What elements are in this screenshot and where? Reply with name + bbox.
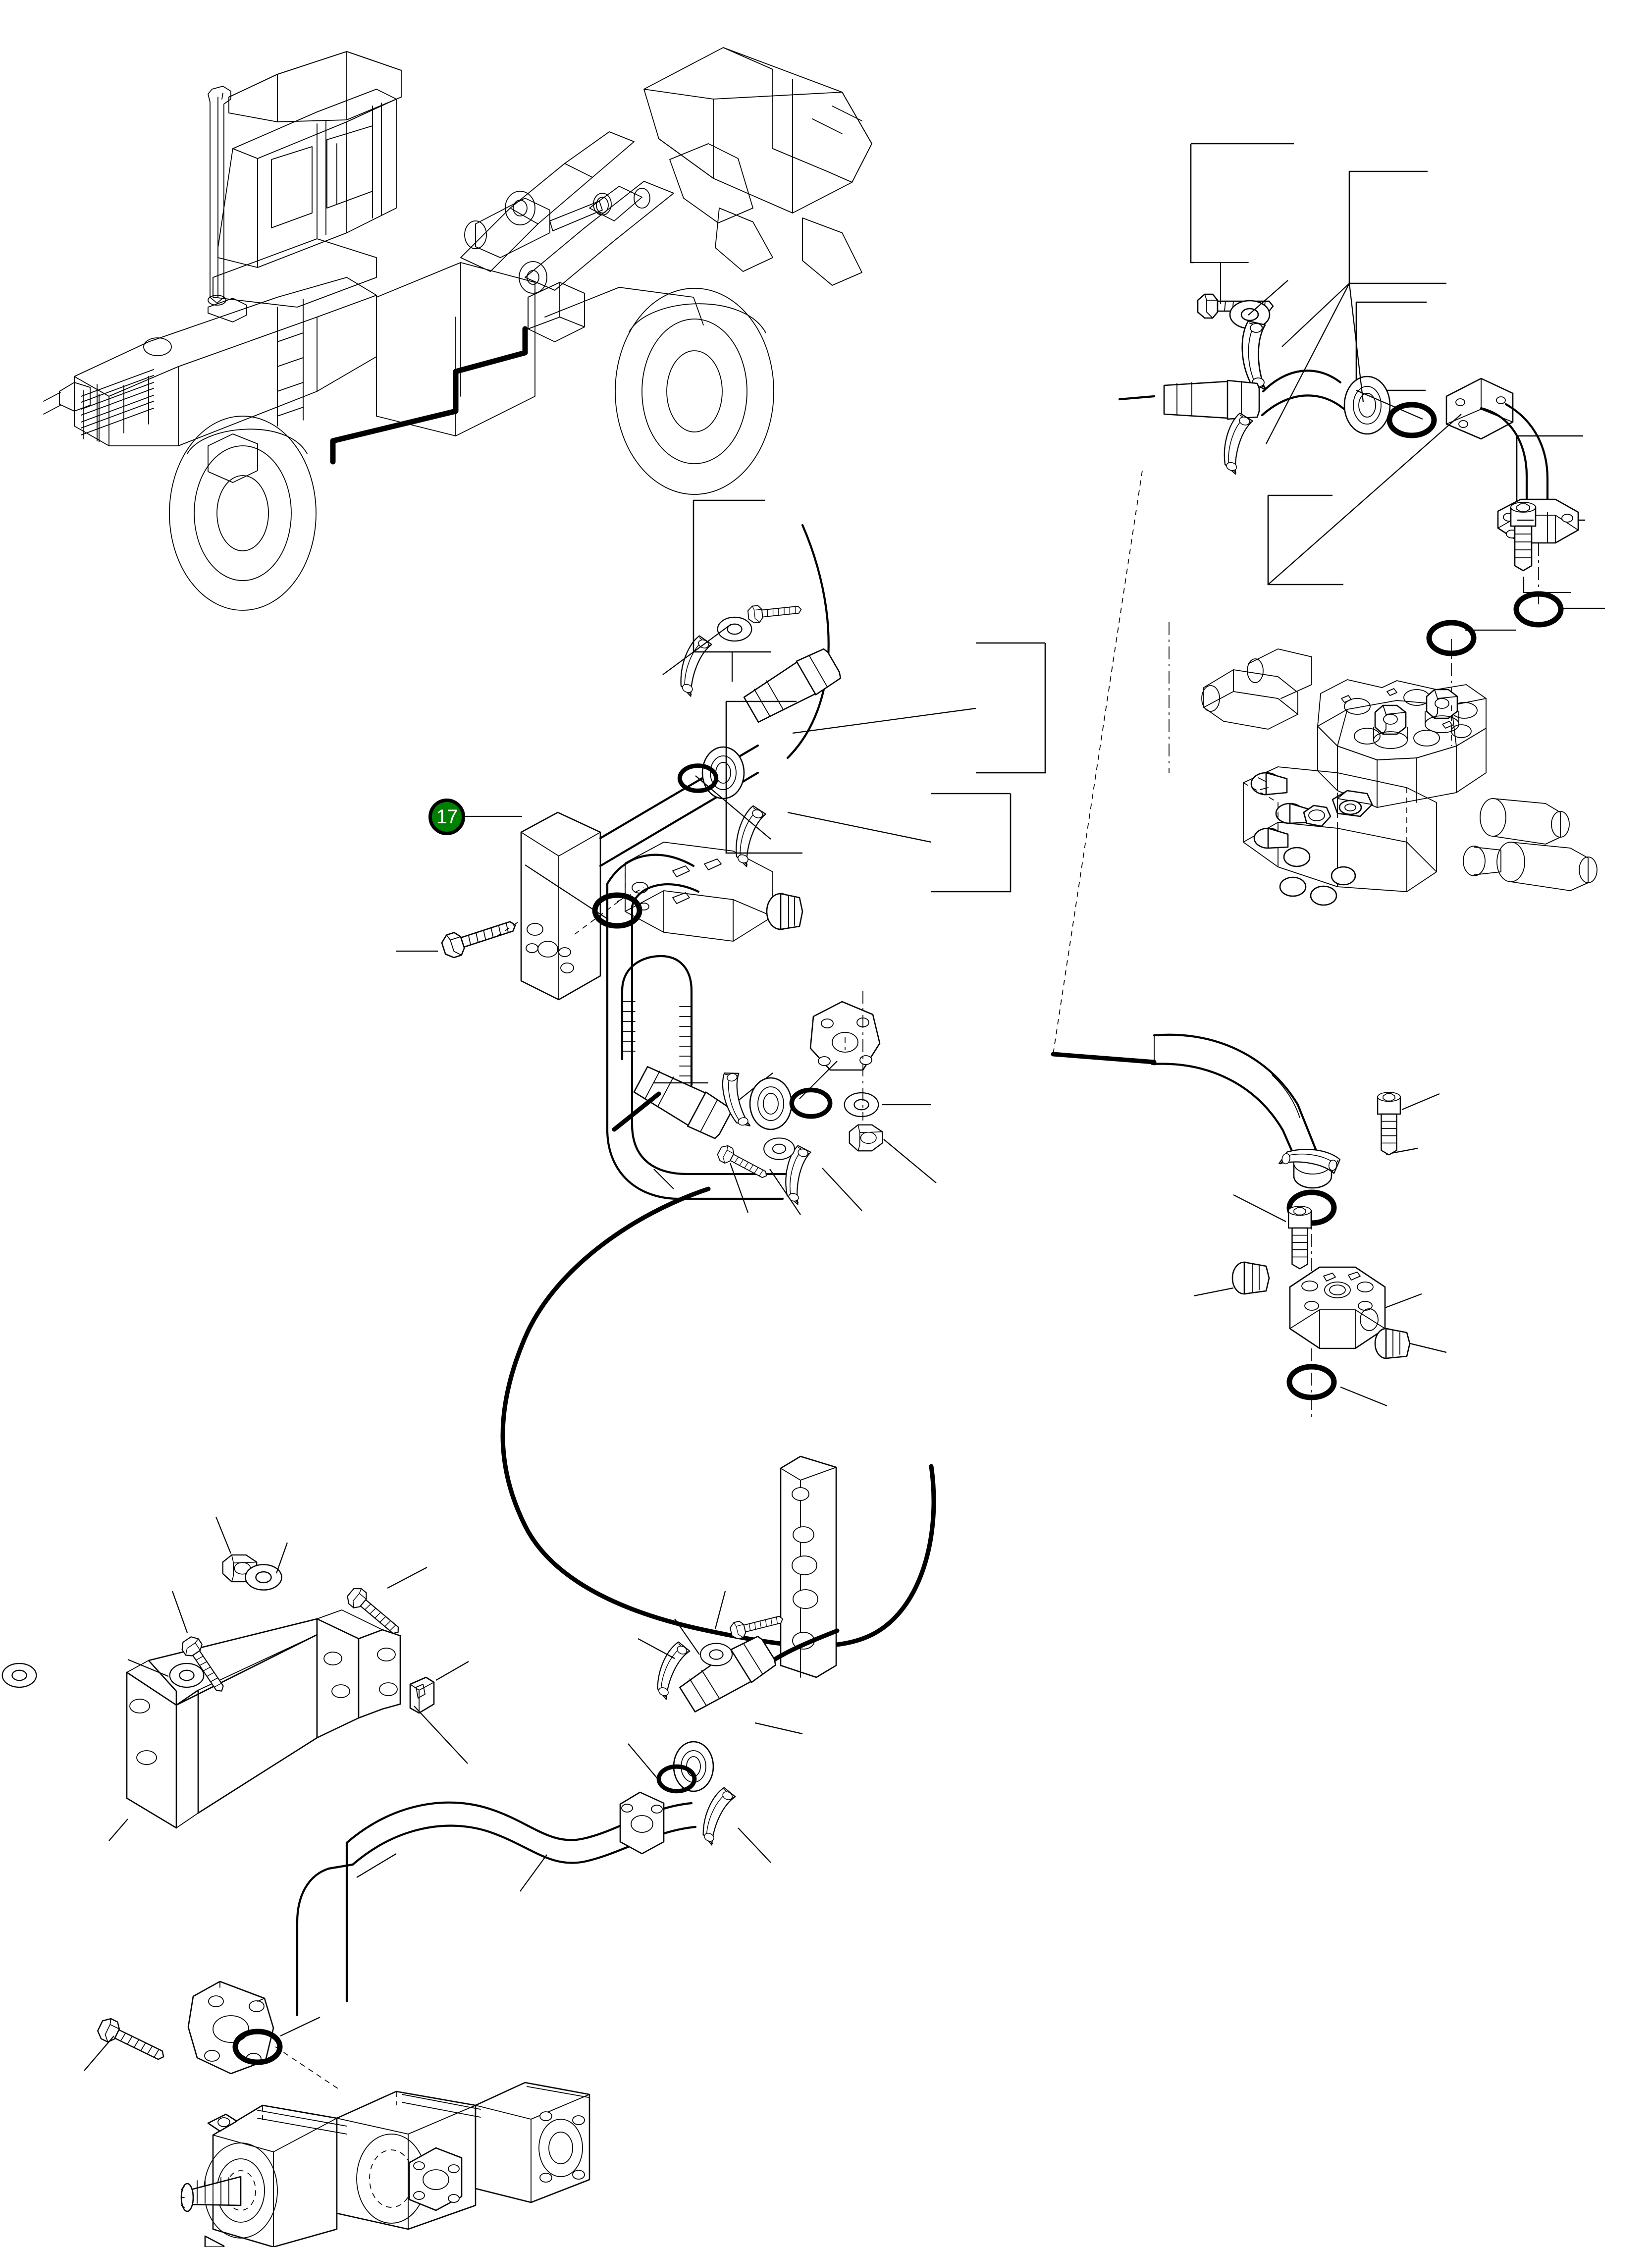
junction-block-assembly — [1151, 1033, 1447, 1418]
center-hose-flange-assembly — [500, 470, 1157, 1648]
callout-badge-number: 17 — [428, 799, 465, 835]
hydraulic-gear-pump — [84, 1980, 590, 2247]
perforated-strap-assembly — [619, 1455, 840, 1863]
callout-badge-17[interactable]: 17 — [428, 799, 465, 835]
machine-illustration — [43, 47, 872, 611]
mounting-bracket-assembly — [1, 1516, 697, 2017]
manifold-block-assembly — [396, 499, 1046, 1200]
main-control-valve — [1169, 622, 1598, 906]
upper-right-assembly — [1118, 143, 1605, 625]
